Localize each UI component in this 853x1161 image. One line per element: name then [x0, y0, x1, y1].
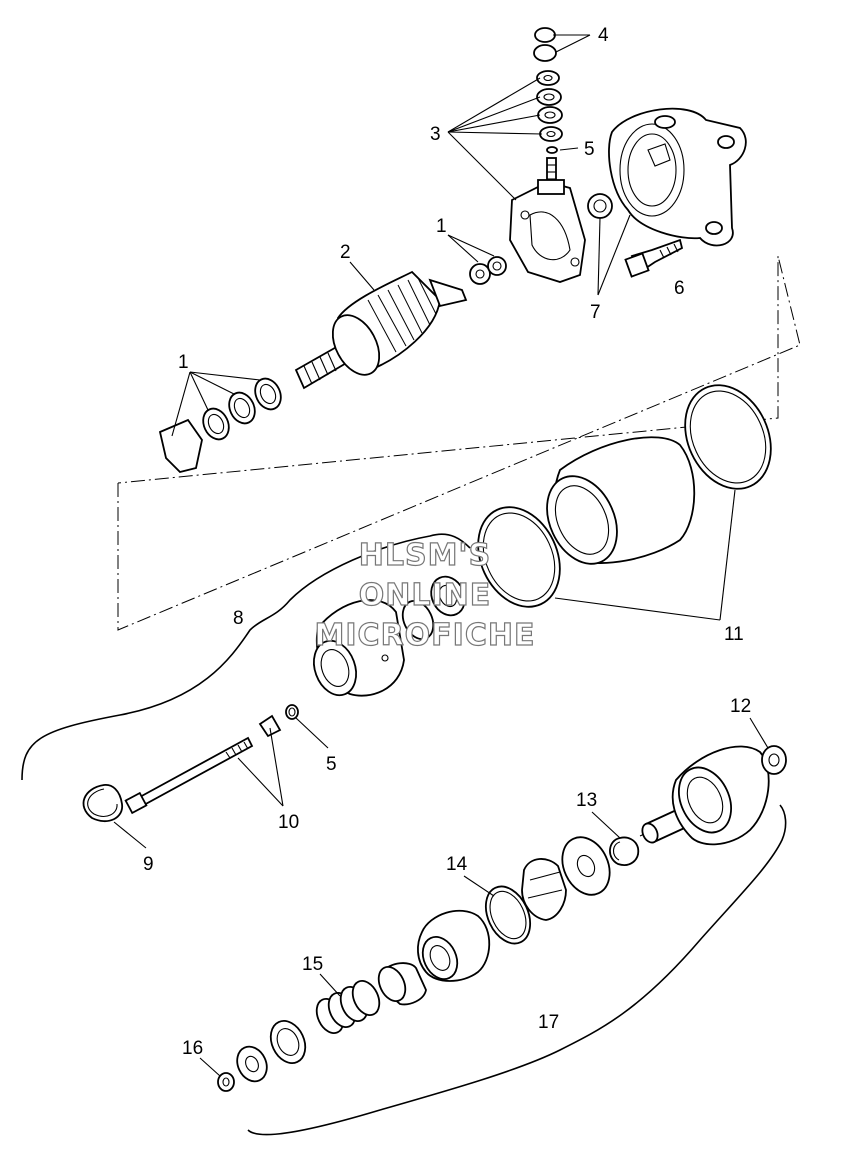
washer-12 [761, 745, 787, 775]
yoke-frame [546, 436, 696, 565]
callout-1-upper: 1 [436, 216, 447, 237]
bushing-7 [587, 193, 613, 219]
drive-shaft-gear [639, 745, 770, 846]
bracket-8 [21, 533, 471, 781]
washers-lower [158, 377, 282, 473]
watermark-line3: MICROFICHE [315, 618, 536, 653]
bracket-17 [247, 804, 787, 1136]
callout-13: 13 [576, 790, 597, 811]
callout-9: 9 [143, 854, 154, 875]
o-ring-right [684, 384, 772, 490]
bolt-6 [624, 238, 684, 278]
stop-washer [236, 1045, 268, 1083]
terminal-nut-stack [533, 27, 563, 187]
frame-group-outline [117, 255, 801, 631]
callout-2: 2 [340, 242, 351, 263]
rear-end-cover [608, 107, 747, 247]
o-ring-left [477, 506, 561, 608]
sleeve [377, 962, 427, 1006]
collar [269, 1020, 307, 1064]
washer-10 [258, 714, 282, 738]
snap-ring-13 [609, 836, 640, 866]
spring-15 [315, 980, 381, 1034]
callout-5-lower: 5 [326, 754, 337, 775]
watermark-line2: ONLINE [359, 578, 492, 613]
front-housing [313, 599, 405, 697]
pinion-bearing [401, 575, 466, 640]
callout-1-lower: 1 [178, 352, 189, 373]
callout-4: 4 [598, 25, 609, 46]
callout-17: 17 [538, 1012, 559, 1033]
ring-14 [484, 885, 532, 945]
callout-8: 8 [233, 608, 244, 629]
callout-12: 12 [730, 696, 751, 717]
watermark-line1: HLSM'S [359, 538, 491, 573]
callout-3: 3 [430, 124, 441, 145]
callout-16: 16 [182, 1038, 203, 1059]
callout-5-upper: 5 [584, 139, 595, 160]
washers-upper [469, 256, 507, 285]
callout-10: 10 [278, 812, 299, 833]
watermark: HLSM'S ONLINE MICROFICHE [314, 537, 536, 653]
callout-6: 6 [674, 278, 685, 299]
leader-lines [113, 34, 769, 1077]
clip-16 [217, 1072, 235, 1092]
washer-13b [561, 836, 611, 896]
callout-labels: 4 3 5 1 2 6 7 1 8 11 5 12 13 10 9 14 15 … [143, 25, 751, 1059]
callout-7: 7 [590, 302, 601, 323]
callout-14: 14 [446, 854, 468, 875]
armature [294, 270, 468, 390]
snap-ring-9 [82, 784, 123, 823]
o-ring-5-lower [285, 704, 299, 720]
brush-plate [509, 179, 586, 283]
callout-15: 15 [302, 954, 323, 975]
pinion-gear [417, 909, 491, 982]
callout-11: 11 [724, 624, 744, 645]
through-bolt [124, 736, 254, 815]
